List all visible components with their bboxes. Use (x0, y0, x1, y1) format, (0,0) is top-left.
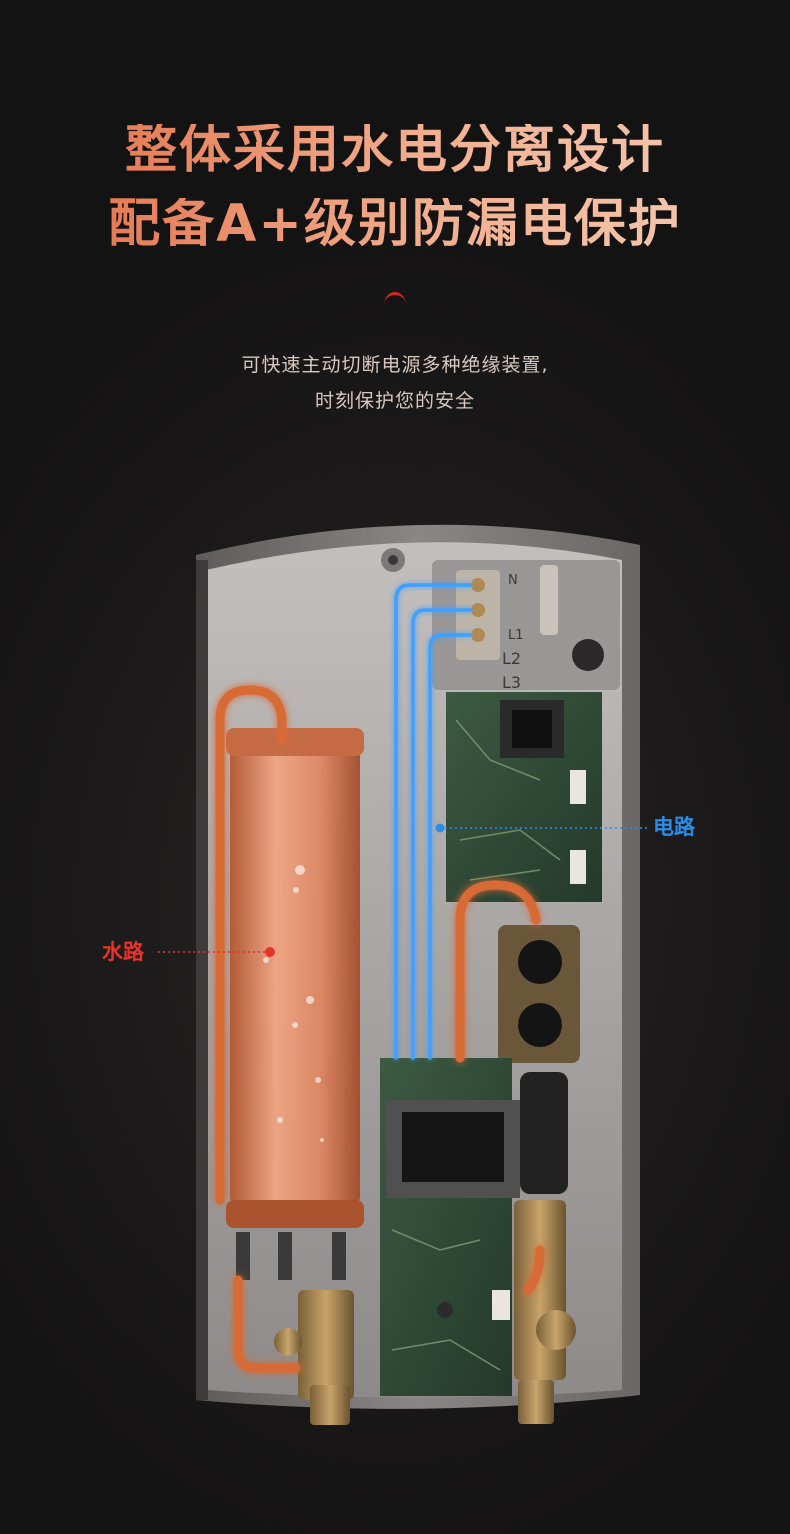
flow-valve (520, 1072, 568, 1194)
water-bubbles (263, 865, 324, 1142)
terminal-port (572, 639, 604, 671)
tank-bottom-cap (226, 1200, 364, 1228)
accent-mark (384, 292, 406, 305)
subtitle-line-1: 可快速主动切断电源多种绝缘装置, (241, 354, 549, 376)
brass-valve-right (514, 1200, 566, 1380)
tank-top-cap (226, 728, 364, 756)
power-path-wires (394, 583, 472, 1060)
water-callout-dot (265, 947, 275, 957)
power-path-label: 电路 (653, 815, 695, 839)
headline-line-2: 配备A+级别防漏电保护 (0, 198, 790, 250)
headline-line-1: 整体采用水电分离设计 (0, 124, 790, 176)
power-callout-dot (435, 823, 445, 833)
heater-shell-side (196, 560, 208, 1400)
terminal-label-l1: L1 (508, 628, 524, 643)
terminal-label-n: N (508, 573, 518, 588)
knob-upper (518, 940, 562, 984)
terminal-label-l3: L3 (502, 673, 521, 692)
water-path-label: 水路 (102, 940, 144, 964)
water-path-pipes (215, 685, 545, 1373)
knob-lower (518, 1003, 562, 1047)
terminal-label-l2: L2 (502, 649, 521, 668)
subtitle-line-2: 时刻保护您的安全 (314, 390, 475, 412)
connector-white (570, 770, 586, 804)
brass-valve-left (298, 1290, 354, 1400)
water-tank (230, 740, 360, 1210)
